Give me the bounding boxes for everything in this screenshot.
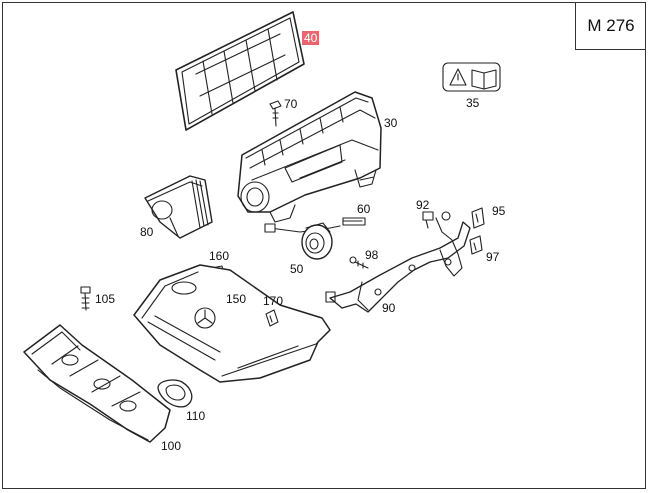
- callout-80: 80: [140, 225, 154, 239]
- callout-95: 95: [492, 204, 506, 218]
- callout-30: 30: [384, 116, 398, 130]
- callout-40: 40: [302, 31, 320, 45]
- callout-60: 60: [357, 202, 371, 216]
- callout-70: 70: [284, 97, 298, 111]
- callout-160: 160: [209, 249, 230, 263]
- part-92-sensor[interactable]: [422, 211, 434, 229]
- callout-110: 110: [186, 409, 206, 423]
- part-40-air-filter-element[interactable]: [175, 11, 305, 131]
- part-50-resonator[interactable]: [301, 222, 333, 260]
- callout-105: 105: [95, 292, 116, 306]
- model-code: M 276: [587, 15, 635, 35]
- callout-50: 50: [290, 262, 304, 276]
- callout-170: 170: [263, 294, 284, 308]
- part-98-bolt[interactable]: [349, 256, 369, 269]
- callout-92: 92: [416, 198, 430, 212]
- part-150-engine-cover[interactable]: [133, 264, 331, 383]
- part-170-clip[interactable]: [265, 309, 279, 327]
- part-97-clip[interactable]: [469, 235, 483, 255]
- callout-90: 90: [382, 301, 396, 315]
- callout-150: 150: [226, 292, 247, 306]
- part-105-screw[interactable]: [80, 286, 91, 311]
- part-80-intake-duct[interactable]: [144, 175, 213, 239]
- part-35-service-label[interactable]: [442, 62, 501, 92]
- part-70-bolt[interactable]: [269, 100, 282, 127]
- callout-35: 35: [466, 96, 480, 110]
- part-90-bracket[interactable]: [325, 211, 471, 313]
- part-95-clip[interactable]: [471, 207, 485, 229]
- callout-97: 97: [486, 250, 500, 264]
- part-30-air-filter-housing[interactable]: [237, 91, 382, 223]
- diagram-frame: [2, 2, 646, 489]
- model-code-box: M 276: [575, 2, 646, 50]
- part-110-grommet[interactable]: [157, 379, 193, 408]
- callout-98: 98: [365, 248, 379, 262]
- part-100-cowl-panel[interactable]: [23, 324, 171, 443]
- callout-100: 100: [161, 439, 182, 453]
